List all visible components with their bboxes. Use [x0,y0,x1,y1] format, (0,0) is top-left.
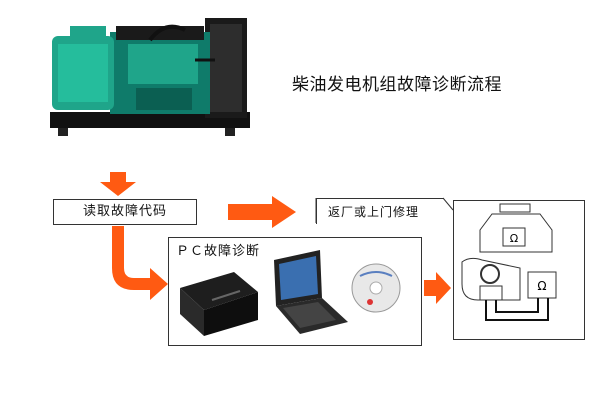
multimeter-panel [453,200,585,340]
repair-box-outline [316,198,444,224]
arrow-down-to-read [100,172,136,196]
arrow-right-to-repair [228,196,296,228]
arrow-right-to-meter [424,272,451,304]
read-fault-codes-box: 读取故障代码 [53,199,197,225]
pc-diagnosis-label: ＰＣ故障诊断 [176,244,261,259]
repair-label: 返厂或上门修理 [328,205,420,219]
arrow-bent-to-pc [112,226,168,300]
page-title: 柴油发电机组故障诊断流程 [292,75,502,95]
